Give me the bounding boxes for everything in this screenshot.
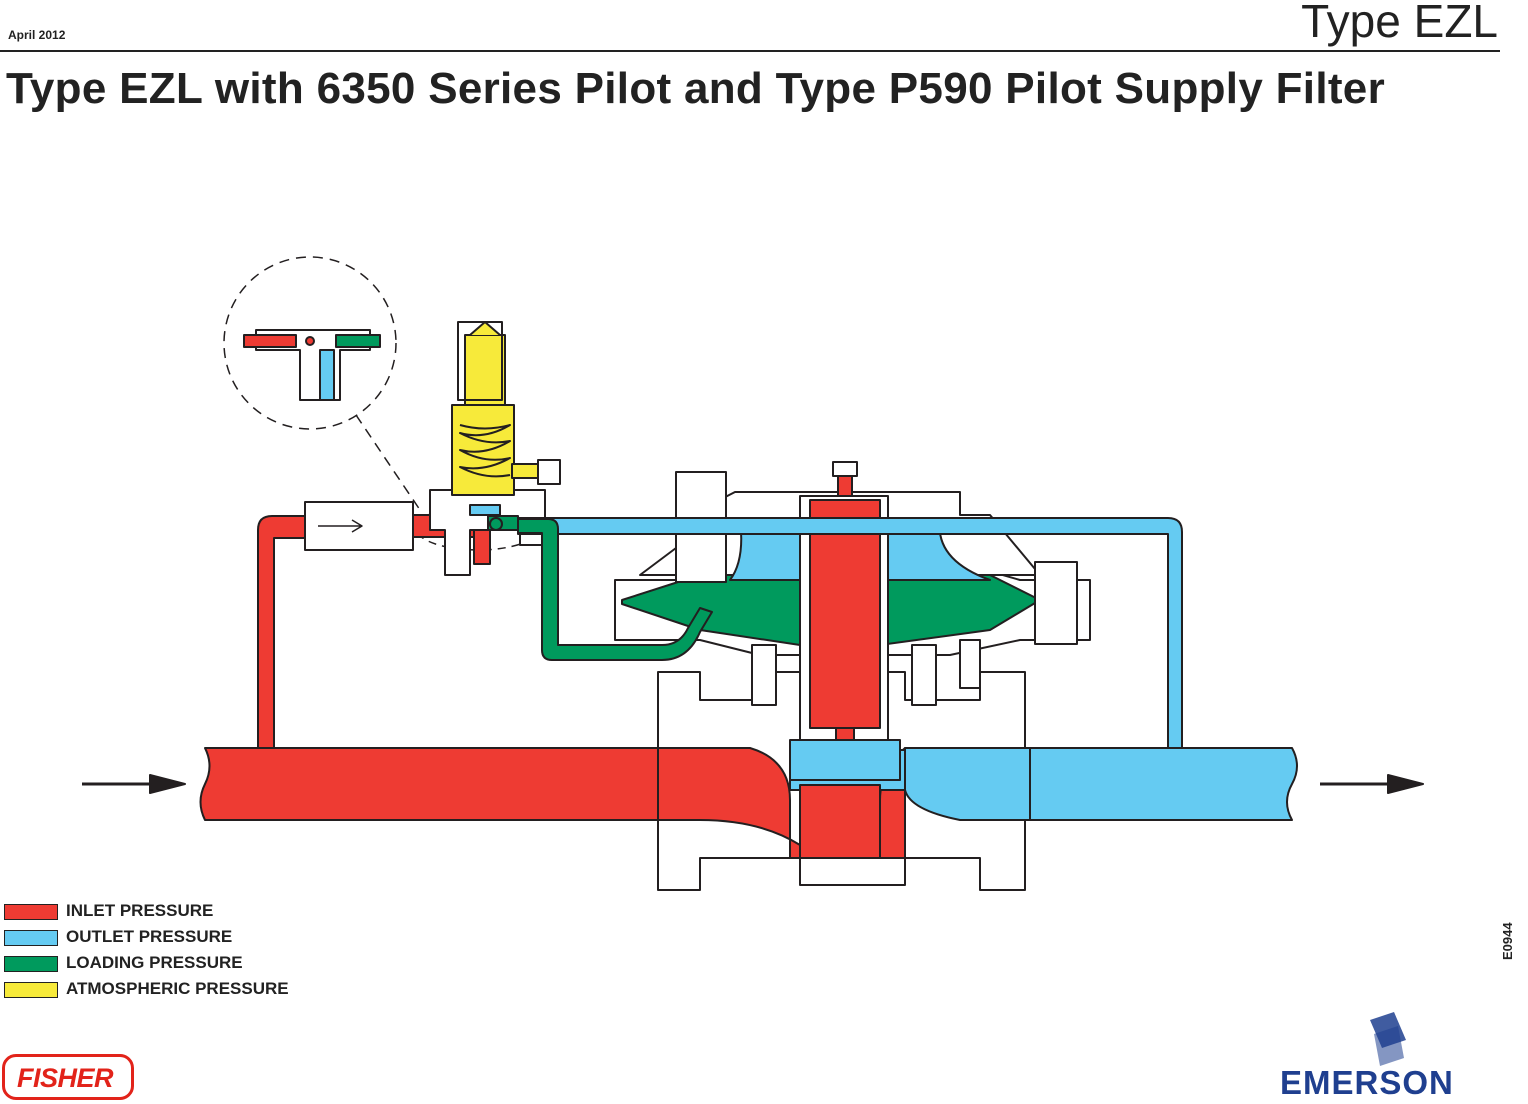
pilot-bonnet — [464, 334, 506, 406]
valve-throat — [799, 784, 881, 859]
legend-swatch-inlet — [4, 904, 58, 920]
flow-arrow-icon — [1320, 774, 1424, 794]
detail-inlet-passage — [243, 334, 297, 348]
legend-swatch-outlet — [4, 930, 58, 946]
center-cylinder — [809, 499, 881, 729]
outlet-sense-line — [517, 517, 1183, 749]
legend-label: OUTLET PRESSURE — [66, 927, 233, 946]
pilot-spring — [459, 424, 511, 478]
header-divider — [0, 50, 1500, 52]
page-title: Type EZL with 6350 Series Pilot and Type… — [6, 64, 1385, 113]
legend-label: LOADING PRESSURE — [66, 953, 243, 972]
bolt-right — [911, 644, 937, 706]
flow-arrow-icon — [82, 774, 186, 794]
detail-outlet-passage — [319, 349, 335, 401]
pilot-orifice-stem — [473, 529, 491, 565]
bolt-left — [751, 644, 777, 706]
side-fitting — [1034, 561, 1078, 645]
center-cap — [837, 473, 853, 497]
center-nut — [832, 461, 858, 477]
legend-swatch-atmospheric — [4, 982, 58, 998]
pilot-cap — [457, 321, 503, 401]
lower-cage — [789, 739, 901, 781]
fisher-logo-text: FISHER — [17, 1063, 114, 1093]
inlet-supply-tube — [257, 515, 306, 749]
pilot-vent — [511, 463, 541, 479]
pilot-vent-cap — [537, 459, 561, 485]
pilot-cap-tip — [469, 321, 501, 336]
legend-label: INLET PRESSURE — [66, 901, 214, 920]
loading-line — [517, 518, 713, 661]
valve-outlet-passage — [904, 747, 1031, 821]
detail-loading-passage — [335, 334, 381, 348]
supply-filter-arrow — [318, 519, 363, 533]
bolt-right-2 — [959, 639, 981, 689]
emerson-logo — [1370, 1012, 1406, 1066]
inlet-main-pipe — [199, 747, 659, 821]
document-date: April 2012 — [8, 28, 66, 42]
emerson-logo-text: EMERSON — [1280, 1064, 1454, 1101]
pilot-outlet-chamber — [469, 504, 501, 516]
figure-code: E0944 — [1500, 922, 1515, 960]
product-name: Type EZL — [1301, 0, 1498, 47]
legend-swatch-loading — [4, 956, 58, 972]
detail-orifice — [305, 336, 315, 346]
detail-callout-leader — [355, 414, 421, 511]
outlet-main-pipe — [1029, 747, 1298, 821]
legend-label: ATMOSPHERIC PRESSURE — [66, 979, 289, 998]
pilot-loading-orifice — [489, 517, 503, 531]
fisher-logo: FISHER — [2, 1054, 134, 1100]
